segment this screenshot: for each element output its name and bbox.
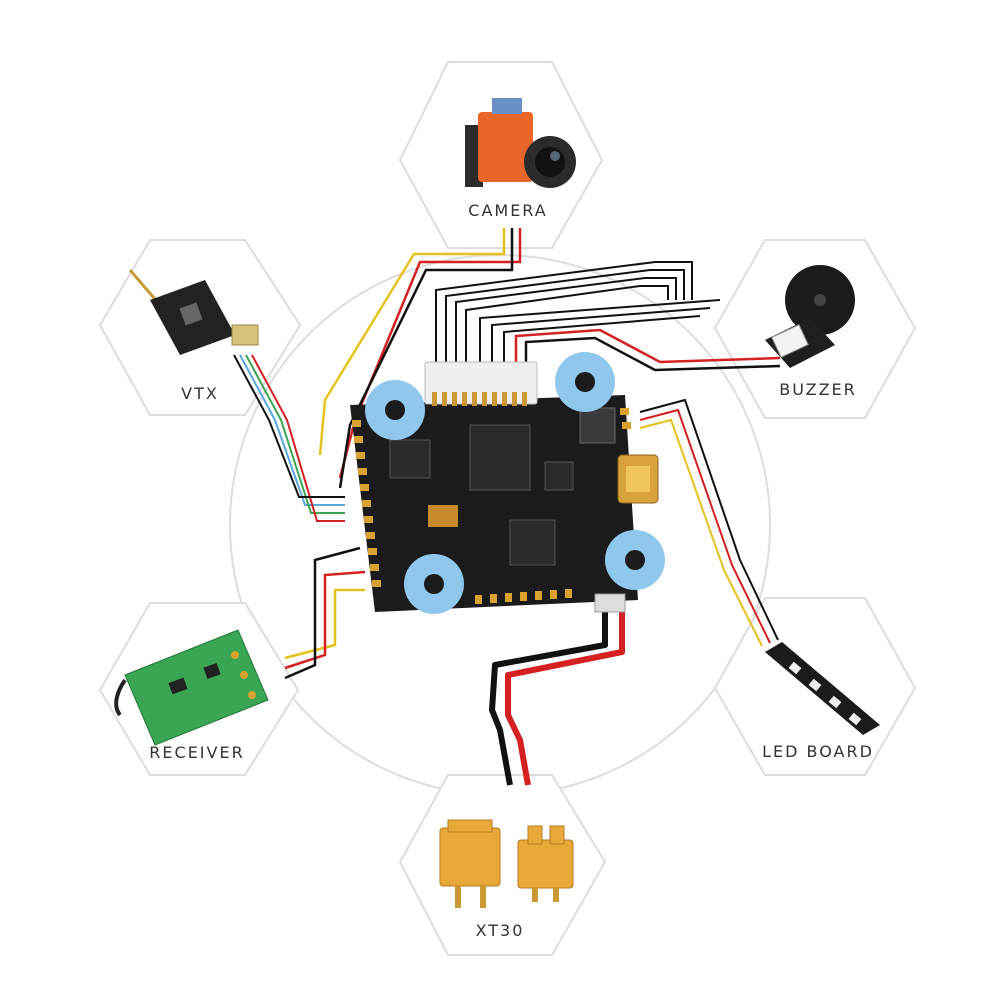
vtx-wire-black (233, 354, 345, 498)
vtx-wire-green (245, 354, 345, 514)
receiver-wires (284, 546, 366, 680)
buzzer-wires (514, 328, 781, 372)
receiver-wire-black (284, 546, 361, 680)
led-wire-yellow (639, 418, 763, 647)
led-wire-red (639, 408, 771, 644)
vtx-module-icon (128, 269, 259, 355)
power-connector (594, 593, 626, 613)
header-connector (424, 361, 538, 405)
camera-wire-black (338, 228, 514, 489)
label-camera: CAMERA (468, 201, 548, 220)
power-wire-black (489, 612, 608, 786)
inductor (579, 407, 616, 444)
xt30-connector-icon (439, 819, 574, 908)
buzzer-wire-black (524, 336, 781, 372)
receiver-wire-yellow (284, 588, 365, 660)
power-wires (489, 612, 625, 786)
flash-chip (544, 461, 574, 491)
vtx-wire-red (251, 354, 345, 522)
vtx-wires (233, 354, 345, 522)
camera-wire-yellow (318, 228, 506, 456)
left-pads (352, 420, 381, 587)
camera-wires (318, 228, 522, 489)
gyro-chip (389, 439, 431, 479)
flight-controller-board (350, 352, 665, 614)
camera-icon (465, 98, 576, 188)
label-receiver: RECEIVER (149, 743, 245, 762)
led-wires (639, 398, 779, 647)
right-pads (620, 408, 631, 429)
label-xt30: XT30 (475, 921, 525, 940)
buzzer-wire-red (514, 328, 781, 364)
power-wire-red (505, 612, 625, 786)
buzzer-icon (765, 265, 855, 368)
receiver-wire-red (284, 570, 366, 670)
led-wire-black (639, 398, 779, 641)
receiver-icon (114, 629, 269, 746)
label-led-board: LED BOARD (762, 742, 874, 761)
label-vtx: VTX (181, 384, 219, 403)
mounting-grommets (365, 352, 665, 614)
header-pins (432, 392, 527, 406)
bottom-pads (475, 589, 572, 604)
label-buzzer: BUZZER (779, 380, 857, 399)
mcu-chip (469, 424, 531, 491)
camera-wire-red (338, 228, 522, 479)
osd-chip (509, 519, 556, 566)
vtx-wire-blue (239, 354, 345, 506)
header-wires (435, 261, 721, 362)
capacitor (428, 505, 458, 527)
led-board-icon (765, 642, 880, 735)
